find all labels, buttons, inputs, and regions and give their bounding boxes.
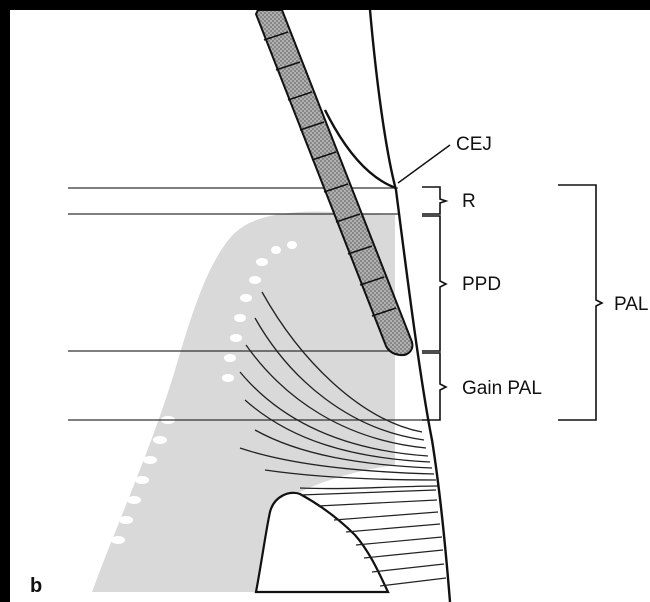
alveolar-bone xyxy=(256,490,446,592)
label-gain-pal: Gain PAL xyxy=(462,378,542,399)
figure-panel: CEJ R PPD Gain PAL PAL b xyxy=(10,10,650,602)
cej-leader-line xyxy=(398,145,450,183)
brace-r xyxy=(422,187,446,214)
label-ppd: PPD xyxy=(462,274,501,295)
brace-pal xyxy=(558,185,602,420)
label-cej: CEJ xyxy=(456,134,492,155)
label-r: R xyxy=(462,191,476,212)
periodontal-diagram: CEJ R PPD Gain PAL PAL b xyxy=(10,10,650,602)
brace-ppd xyxy=(422,216,446,351)
panel-letter: b xyxy=(30,575,42,597)
label-pal: PAL xyxy=(614,294,649,315)
